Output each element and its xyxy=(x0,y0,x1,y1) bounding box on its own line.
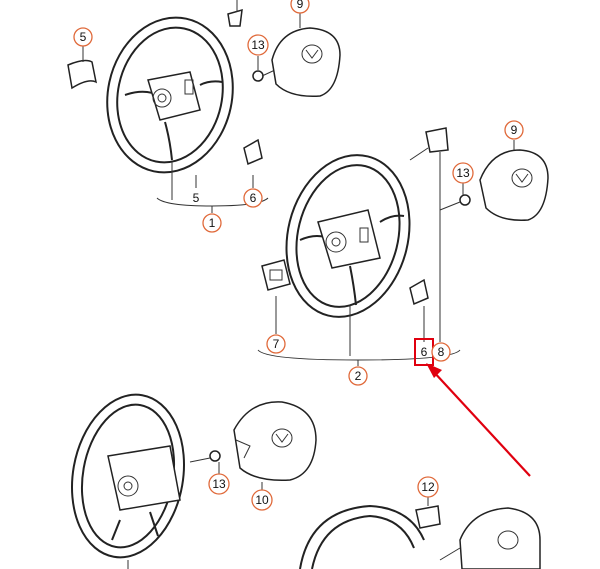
callout-2[interactable]: 2 xyxy=(348,366,368,386)
steering-wheel-1 xyxy=(106,16,234,174)
callout-label: 12 xyxy=(421,480,435,494)
callout-13-top[interactable]: 13 xyxy=(247,34,269,56)
airbag-bottom-right xyxy=(439,507,541,569)
callout-label: 6 xyxy=(250,191,257,205)
callout-5-lower[interactable]: 5 xyxy=(193,191,200,205)
callout-label: 13 xyxy=(251,38,265,52)
steering-wheel-3 xyxy=(70,393,186,559)
cover-5-top xyxy=(67,59,98,90)
callout-label: 5 xyxy=(80,30,87,44)
switch-6-middle xyxy=(409,278,429,306)
callout-9-middle[interactable]: 9 xyxy=(504,120,524,140)
steering-wheel-2 xyxy=(285,154,411,318)
callout-10[interactable]: 10 xyxy=(251,489,273,511)
callout-5-top[interactable]: 5 xyxy=(73,27,93,47)
callout-12[interactable]: 12 xyxy=(417,476,439,498)
bolt-13-top xyxy=(252,69,276,82)
callout-label: 6 xyxy=(421,345,428,359)
callout-1[interactable]: 1 xyxy=(202,213,222,233)
callout-label: 5 xyxy=(193,191,200,205)
clip-top xyxy=(227,8,243,27)
pointer-arrow xyxy=(426,363,531,477)
callout-label: 7 xyxy=(273,337,280,351)
callout-label: 13 xyxy=(212,477,226,491)
airbag-10 xyxy=(233,401,317,481)
callout-label: 8 xyxy=(438,345,445,359)
callout-label: 9 xyxy=(511,123,518,137)
switch-6-top xyxy=(243,138,263,166)
callout-8[interactable]: 8 xyxy=(431,342,451,362)
bolt-13-bottom xyxy=(189,450,221,463)
airbag-9-middle xyxy=(479,149,549,221)
callout-7[interactable]: 7 xyxy=(266,334,286,354)
callout-label: 1 xyxy=(209,216,216,230)
callout-6-top[interactable]: 6 xyxy=(243,188,263,208)
callout-label: 9 xyxy=(297,0,304,11)
bolt-13-middle xyxy=(439,194,471,211)
steering-wheel-4 xyxy=(299,504,425,569)
callout-13-middle[interactable]: 13 xyxy=(452,162,474,184)
switch-7 xyxy=(261,259,291,291)
clip-12 xyxy=(415,505,441,529)
callout-9-top[interactable]: 9 xyxy=(290,0,310,14)
callout-6-highlighted[interactable]: 6 xyxy=(414,338,434,366)
airbag-9-top xyxy=(271,27,341,97)
clip-8 xyxy=(409,127,449,161)
callout-label: 13 xyxy=(456,166,470,180)
callout-label: 2 xyxy=(355,369,362,383)
callout-label: 10 xyxy=(255,493,269,507)
callout-13-bottom[interactable]: 13 xyxy=(208,473,230,495)
